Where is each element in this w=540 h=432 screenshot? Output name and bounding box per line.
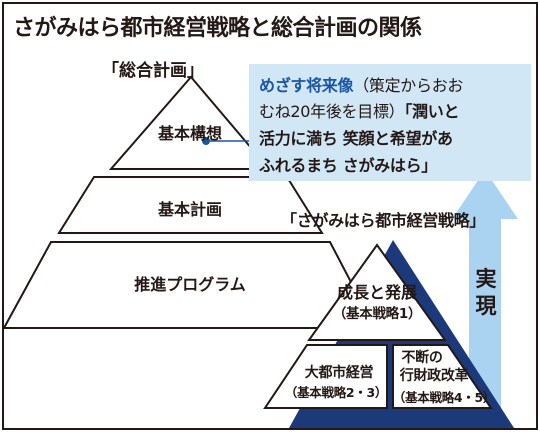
plan-level-3-label: 推進プログラム (134, 275, 246, 294)
future-vision-box: めざす将来像（策定からおお むね20年後を目標）「潤いと 活力に満ち 笑顔と希望… (249, 64, 531, 181)
strategy-top-sub: （基本戦略1） (332, 306, 422, 322)
plan-level-1-label: 基本構想 (157, 124, 223, 143)
future-vision-line-3: 活力に満ち 笑顔と希望があ (259, 129, 453, 148)
realization-arrow (452, 170, 518, 428)
strategy-bottom-right-sub: （基本戦略4・5） (392, 390, 496, 405)
realization-label: 実現 (475, 267, 497, 318)
strategy-bottom-right-title-1: 不断の (401, 350, 443, 366)
strategy-top-shape (307, 243, 447, 341)
diagram-graphics (4, 75, 518, 428)
comprehensive-plan-label: 「総合計画」 (102, 61, 204, 81)
page-title: さがみはら都市経営戦略と総合計画の関係 (13, 16, 422, 41)
urban-strategy-label: 「さがみはら都市経営戦略」 (281, 211, 486, 230)
plan-level-1-shape (108, 75, 272, 170)
future-vision-paren-1: （策定からおお (353, 76, 464, 95)
strategy-bottom-left-shape (263, 344, 388, 409)
plan-level-2-label: 基本計画 (157, 200, 223, 219)
plan-level-3-shape (4, 241, 377, 329)
strategy-top-title: 成長と発展 (336, 283, 418, 302)
future-vision-heading: めざす将来像 (259, 76, 354, 95)
future-vision-paren-2: むね20年後を目標） (259, 102, 405, 121)
strategy-bottom-right-shape (392, 344, 493, 409)
strategy-bottom-left-sub: （基本戦略2・3） (284, 385, 388, 400)
strategy-bottom-left-title: 大都市経営 (304, 365, 374, 381)
future-vision-line-4: ふれるまち さがみはら」 (259, 156, 437, 175)
future-vision-quote-1: 「潤いと (404, 102, 460, 121)
connector-dot (202, 137, 210, 145)
strategy-bottom-right-title-2: 行財政改革 (399, 368, 469, 384)
